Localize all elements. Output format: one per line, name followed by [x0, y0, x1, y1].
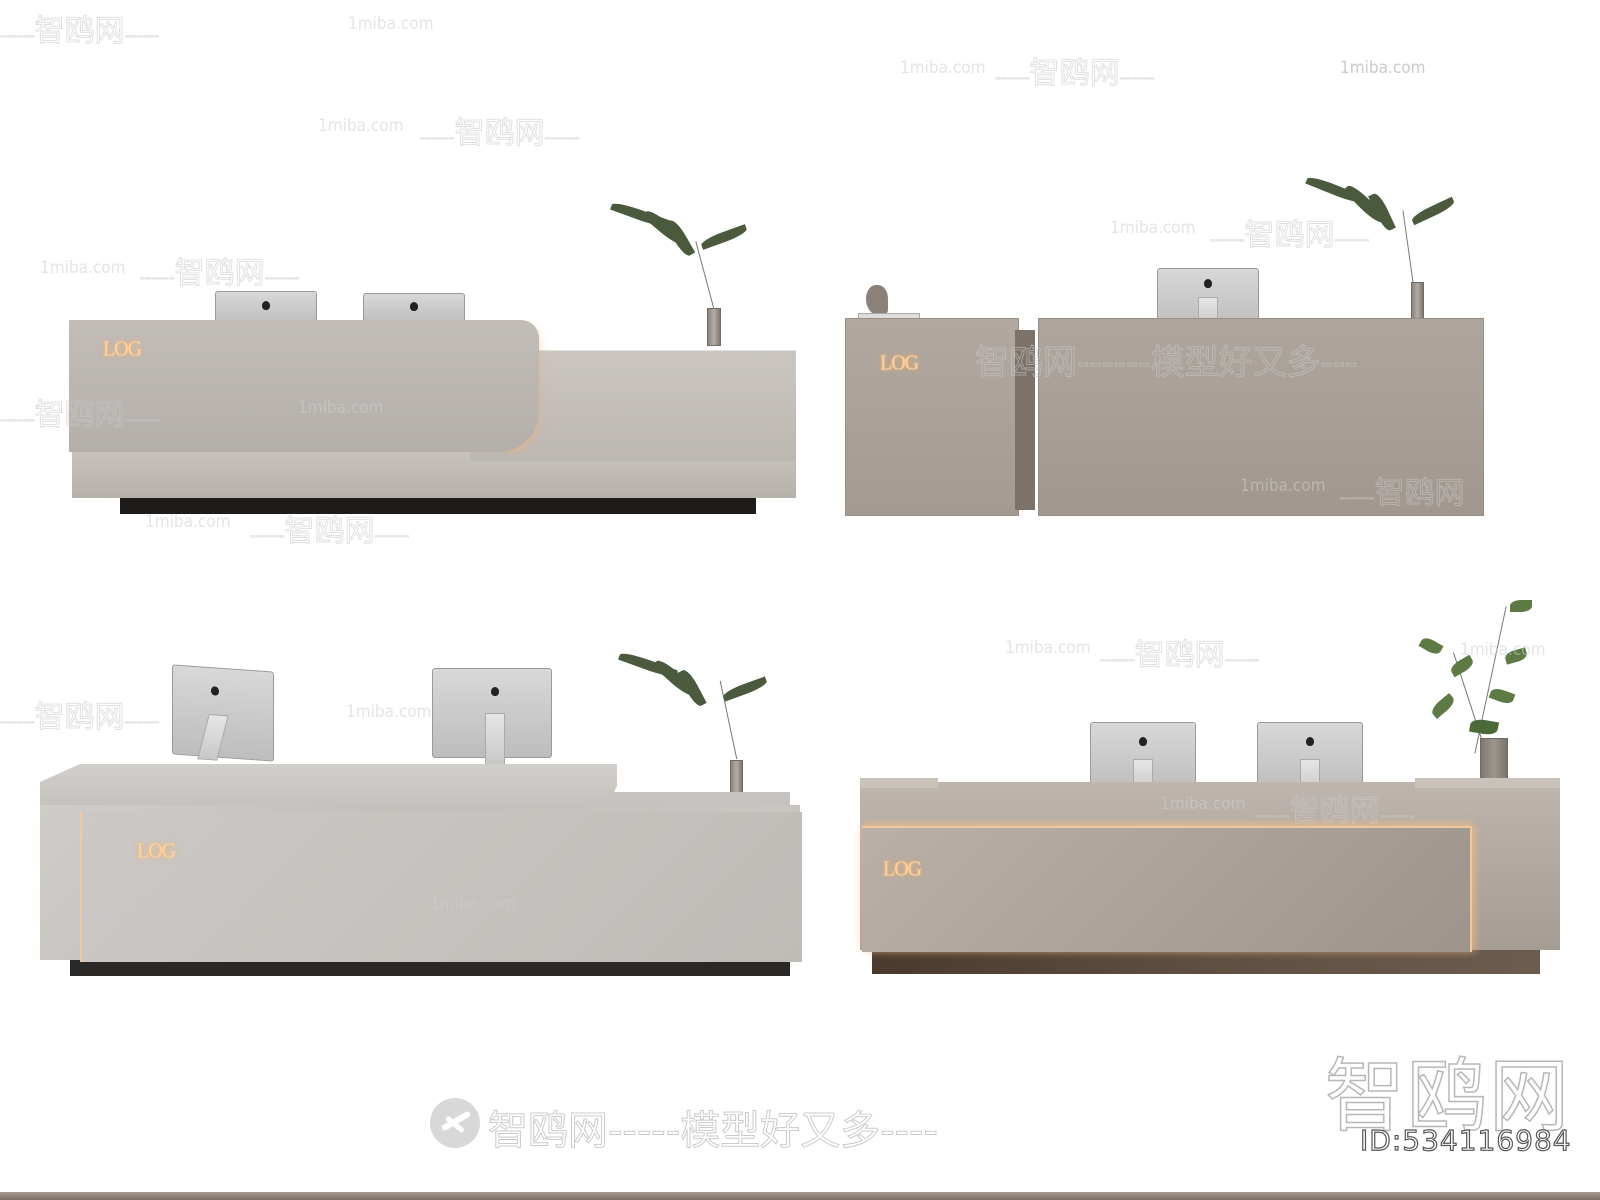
watermark-big-brand: 智鸥网 [1324, 1049, 1571, 1144]
desk-1: LOG [0, 0, 800, 560]
vase [707, 308, 721, 346]
desk-right-block [1038, 318, 1484, 516]
monitor [432, 668, 552, 765]
monitor [363, 293, 465, 325]
desk-front-inset [80, 812, 802, 962]
desk-2: LOG [0, 0, 1600, 560]
desk-plinth [70, 958, 790, 976]
apple-logo-icon [1139, 737, 1147, 746]
apple-logo-icon [1306, 737, 1314, 746]
desk-top-ledge-right [1415, 778, 1560, 788]
desk-front-panel [69, 320, 539, 452]
footer-bar [0, 1192, 1600, 1200]
apple-logo-icon [262, 301, 270, 310]
logo-sign: LOG [880, 351, 919, 375]
monitor [215, 291, 317, 325]
desk-plinth [872, 948, 1540, 974]
apple-logo-icon [1204, 279, 1212, 288]
desk-top-slab [40, 764, 617, 810]
desk-lit-panel [862, 826, 1472, 952]
watermark-id: ID:534116984 [1359, 1123, 1572, 1157]
apple-logo-icon [491, 687, 499, 696]
desk-3: LOG [0, 0, 802, 1000]
monitor [1090, 722, 1196, 793]
logo-sign: LOG [103, 337, 142, 361]
logo-sign: LOG [883, 857, 922, 881]
desk-gap-shadow [1015, 330, 1035, 510]
bird-logo-icon [430, 1098, 480, 1148]
logo-sign: LOG [137, 839, 176, 863]
bird-figurine [866, 285, 888, 315]
desk-left-block [845, 318, 1019, 516]
desk-top-ledge-left [860, 778, 938, 788]
watermark-slogan-bottom: 智鸥网-----模型好又多---- [488, 1108, 939, 1155]
desk-plinth [120, 494, 756, 514]
apple-logo-icon [410, 302, 418, 311]
desk-4: LOG [860, 600, 1560, 974]
